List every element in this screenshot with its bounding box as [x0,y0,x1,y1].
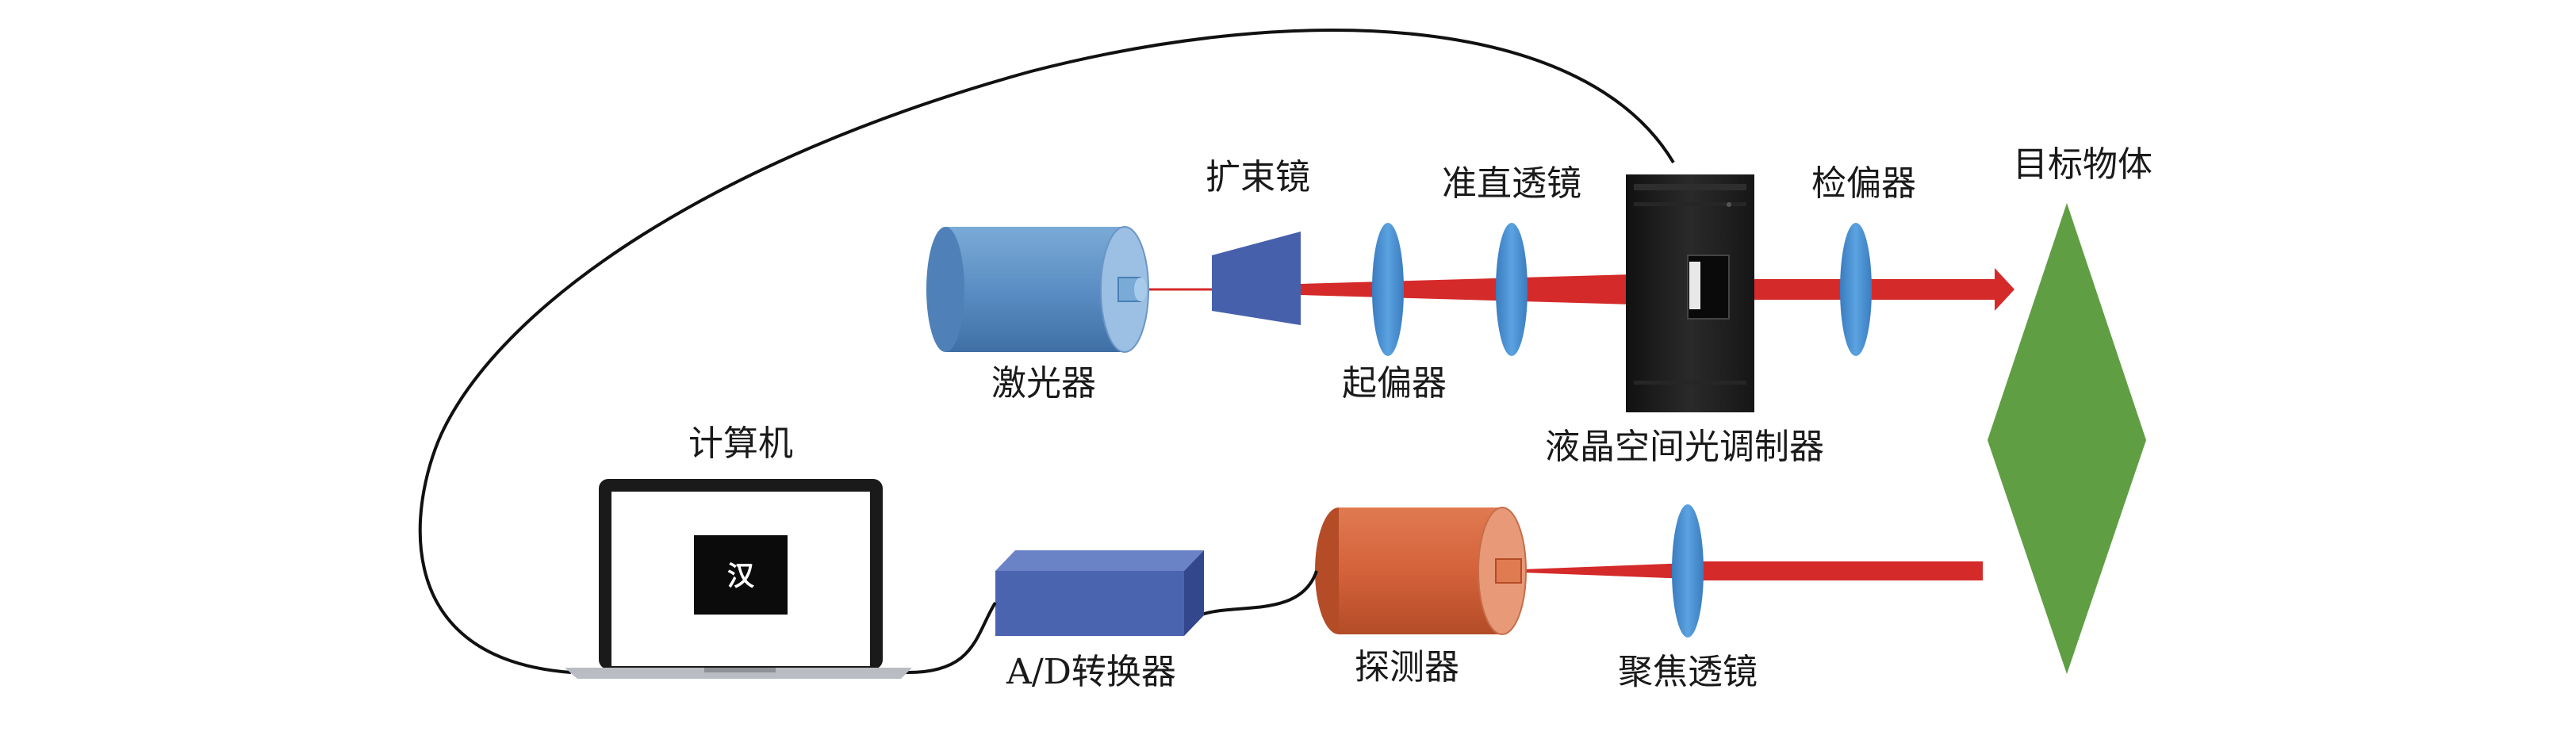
label-adc: A/D转换器 [1006,652,1176,692]
polarizer-lens [1372,223,1404,356]
label-focusing-lens: 聚焦透镜 [1618,652,1758,692]
laptop-computer: 汉 [565,479,912,679]
beam-arrow-head [1995,268,2014,311]
ad-converter [995,550,1204,636]
label-beam-expander: 扩束镜 [1206,157,1310,197]
screen-character: 汉 [727,561,755,592]
focusing-lens [1672,504,1704,638]
label-detector: 探测器 [1355,647,1459,687]
label-slm: 液晶空间光调制器 [1545,427,1824,467]
analyzer-lens [1840,223,1872,356]
cable-adc-computer [903,601,997,675]
feedback-cable [418,29,1675,674]
beam-segment-expanding [1301,274,1634,304]
collimating-lens [1496,223,1528,356]
cable-detector-adc [1201,570,1318,616]
laser [926,226,1149,353]
label-target: 目标物体 [2013,144,2152,185]
label-computer: 计算机 [688,423,793,464]
label-laser: 激光器 [991,363,1096,404]
label-analyzer: 检偏器 [1811,163,1916,204]
beam-expander [1212,232,1301,325]
label-collimating-lens: 准直透镜 [1442,163,1581,204]
target-object [1988,203,2146,674]
slm-device [1626,174,1754,412]
label-polarizer: 起偏器 [1342,363,1447,404]
detector [1315,507,1527,635]
